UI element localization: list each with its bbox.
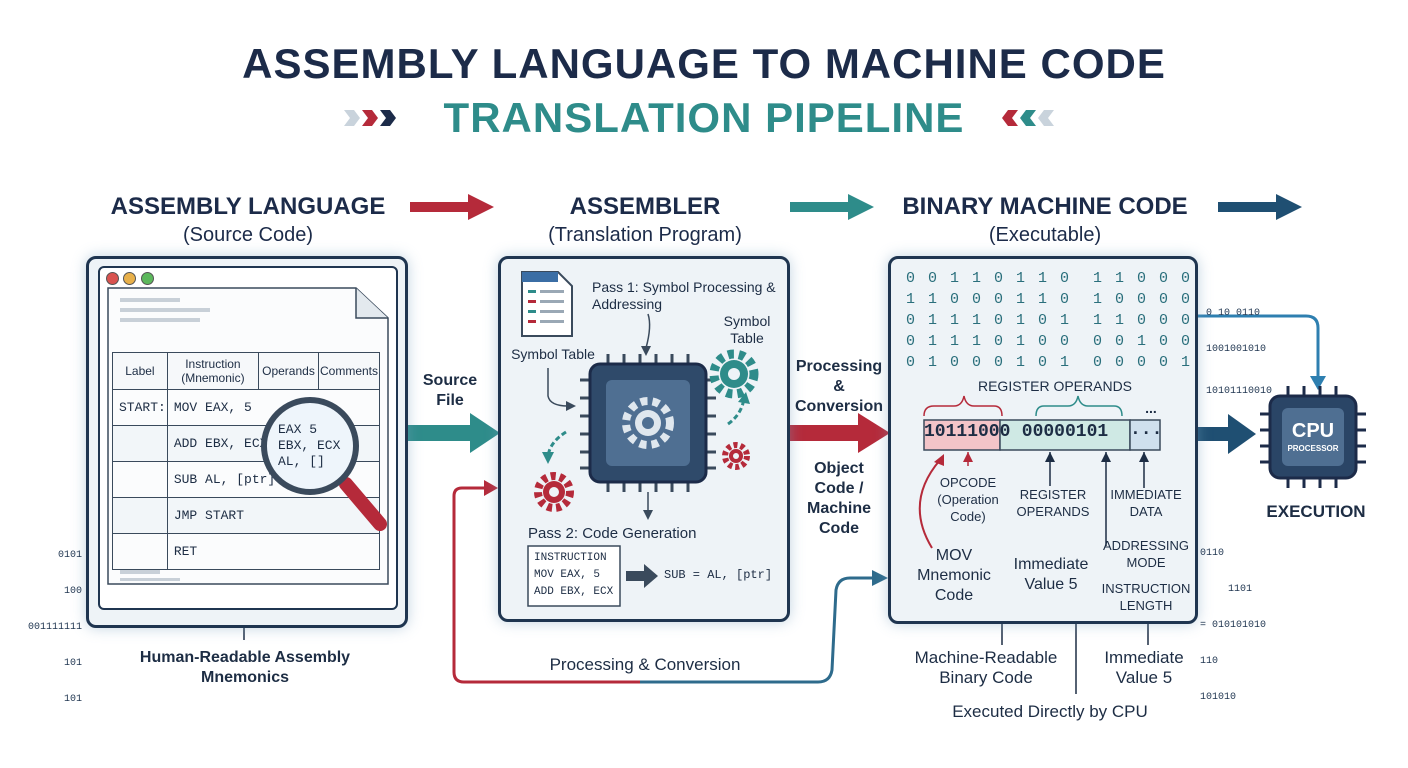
cell-instruction: JMP START <box>166 497 381 534</box>
code-output: SUB = AL, [ptr] <box>664 568 773 582</box>
title-chevrons-left-icon <box>344 110 396 126</box>
table-row: RET <box>112 533 381 570</box>
executed-directly-label: Executed Directly by CPU <box>952 702 1148 721</box>
heading-assembler: ASSEMBLER (Translation Program) <box>548 193 742 246</box>
immediate-data-label: IMMEDIATE DATA <box>1110 487 1182 519</box>
magnifier-text: EAX 5 EBX, ECX AL, [] <box>278 422 341 469</box>
machine-readable-label: Machine-Readable Binary Code <box>914 648 1058 687</box>
register-operands-top-label: REGISTER OPERANDS <box>977 378 1133 394</box>
immediate-value-label: Immediate Value 5 <box>1013 556 1089 593</box>
addressing-mode-label: ADDRESSING MODE <box>1103 538 1189 570</box>
cell-label: START: <box>112 389 168 426</box>
close-dot-icon <box>106 272 119 285</box>
object-code-label: Object Code / Machine Code <box>806 460 871 537</box>
left-binary-stream: 0101 100 001111111 101 101 <box>27 550 82 705</box>
processing-conversion-bottom-label: Processing & Conversion <box>549 655 741 674</box>
opcode-bits: 10111000 <box>924 422 1011 442</box>
operand-bits: 00000101 <box>1021 422 1109 442</box>
top-ellipsis: ... <box>1145 400 1157 416</box>
binary-panel-graphics <box>918 395 1161 549</box>
human-readable-label: Human-Readable Assembly Mnemonics <box>139 649 351 686</box>
pass2-label: Pass 2: Code Generation <box>528 525 697 542</box>
cell-label <box>112 425 168 462</box>
cell-label <box>112 497 168 534</box>
header-arrow-teal-icon <box>790 194 874 220</box>
col-operands: Operands <box>257 352 319 390</box>
source-file-arrow-icon <box>392 413 500 453</box>
opcode-label: OPCODE (Operation Code) <box>937 475 999 524</box>
binary-row: 1 1 0 0 0 1 1 0 1 0 0 0 0 1 0 0 1 0 1 0 … <box>906 291 1192 308</box>
source-file-label: Source File <box>422 372 478 409</box>
binary-row: 0 1 1 1 0 1 0 1 1 1 0 0 0 1 1 1 0 0 0 0 … <box>906 312 1192 329</box>
execution-label: EXECUTION <box>1266 502 1366 521</box>
instruction-length-label: INSTRUCTION LENGTH <box>1101 581 1191 613</box>
binary-rows: 0 0 1 1 0 1 1 0 1 1 0 0 0 1 0 1 0 0 0 0 … <box>906 268 1192 373</box>
header-arrow-navy-icon <box>1218 194 1302 220</box>
right-binary-stream-bottom: 0110 1101 = 010101010 110 101010 <box>1200 548 1267 703</box>
register-operands-label: REGISTER OPERANDS <box>1016 487 1090 519</box>
header-arrow-red-icon <box>410 194 494 220</box>
mov-mnemonic-label: MOV Mnemonic Code <box>917 547 991 604</box>
red-gear-large-icon <box>534 472 574 512</box>
cpu-sub-label: PROCESSOR <box>1287 444 1339 453</box>
red-gear-small-icon <box>722 442 750 470</box>
minimize-dot-icon <box>123 272 137 285</box>
window-controls <box>106 272 154 290</box>
pass1-label: Pass 1: Symbol Processing & Addressing <box>592 279 776 312</box>
heading-assembly: ASSEMBLY LANGUAGE (Source Code) <box>110 193 386 246</box>
col-comments: Comments <box>317 352 381 390</box>
code-box: INSTRUCTION MOV EAX, 5 ADD EBX, ECX <box>534 552 614 598</box>
cpu-label: CPU <box>1291 420 1335 442</box>
processing-conversion-top-label: Processing & Conversion <box>794 358 883 415</box>
binary-row: 0 1 0 0 0 1 0 1 0 0 0 0 1 1 1 0 0 0 0 0 … <box>906 354 1192 371</box>
col-instruction: Instruction (Mnemonic) <box>166 352 259 390</box>
bits-ellipsis: ... <box>1130 420 1163 440</box>
cell-label <box>112 533 168 570</box>
assembler-chip-icon <box>580 354 716 492</box>
cell-instruction: RET <box>166 533 381 570</box>
maximize-dot-icon <box>140 272 154 285</box>
title-chevrons-right-icon <box>1002 110 1054 126</box>
col-label: Label <box>112 352 168 390</box>
symbol-table-right-label: Symbol Table <box>723 313 771 346</box>
binary-row: 0 0 1 1 0 1 1 0 1 1 0 0 0 1 0 1 0 0 0 0 … <box>906 270 1192 287</box>
symbol-table-doc-icon <box>521 271 573 337</box>
teal-gear-icon <box>709 349 759 399</box>
right-binary-stream-top: 0 10 0110 1001001010 10101110010 <box>1206 308 1273 397</box>
immediate-value-bottom-label: Immediate Value 5 <box>1104 648 1184 687</box>
cell-label <box>112 461 168 498</box>
binary-row: 0 1 1 1 0 1 0 0 0 0 1 0 0 0 1 1 0 0 0 0 … <box>906 333 1192 350</box>
heading-binary: BINARY MACHINE CODE (Executable) <box>902 193 1188 246</box>
processing-arrow-icon <box>778 413 890 453</box>
title-line-2: TRANSLATION PIPELINE <box>443 94 965 141</box>
title-line-1: ASSEMBLY LANGUAGE TO MACHINE CODE <box>242 40 1166 87</box>
symbol-table-label: Symbol Table <box>511 346 595 362</box>
magnifier-icon <box>261 397 387 531</box>
assembler-graphics <box>527 313 759 607</box>
cpu-chip-icon <box>1260 386 1366 488</box>
table-row: JMP START <box>112 497 381 534</box>
